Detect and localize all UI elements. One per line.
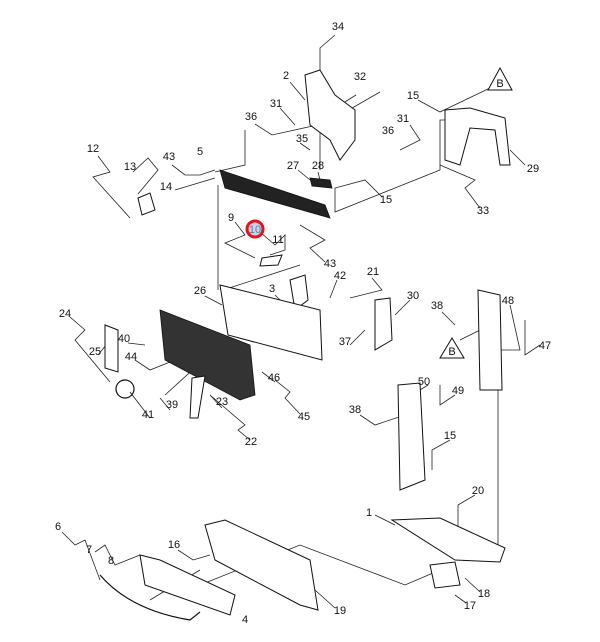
callout-labels: 34 2 32 31 36 35 15 31 36 29 12 13 43 5 … [55,21,551,626]
callout-40[interactable]: 40 [118,333,130,345]
callout-5[interactable]: 5 [197,146,203,158]
callout-35[interactable]: 35 [296,133,308,145]
bracket-18[interactable] [429,561,461,589]
callout-48[interactable]: 48 [502,295,514,307]
callout-41[interactable]: 41 [142,409,154,421]
callout-11[interactable]: 11 [272,234,283,246]
callout-10-highlighted[interactable]: 10 [249,224,261,236]
callout-39[interactable]: 39 [166,399,178,411]
latch-27[interactable] [309,177,333,189]
callout-16[interactable]: 16 [168,539,180,551]
callout-18[interactable]: 18 [478,588,490,600]
callout-47[interactable]: 47 [539,340,551,352]
callout-17[interactable]: 17 [464,600,476,612]
callout-28[interactable]: 28 [312,160,324,172]
callout-21[interactable]: 21 [367,266,379,278]
callout-4[interactable]: 4 [242,614,248,626]
lower-tie-bar-1[interactable] [390,517,506,563]
callout-22[interactable]: 22 [245,436,257,448]
callout-6[interactable]: 6 [55,521,61,533]
bracket-10[interactable] [259,254,283,267]
parts [99,69,511,621]
highlight-ring [245,219,265,239]
callout-32[interactable]: 32 [354,71,366,83]
callout-44[interactable]: 44 [125,351,137,363]
side-bracket-47[interactable] [477,289,503,391]
lower-grille-4[interactable] [139,554,236,616]
hood-latch-3[interactable] [289,274,309,311]
bracket-13[interactable] [137,192,156,216]
callout-7[interactable]: 7 [86,544,92,556]
callout-33[interactable]: 33 [477,205,489,217]
callout-15[interactable]: 15 [444,430,456,442]
reference-marker-b-top: B [487,66,513,91]
callout-12[interactable]: 12 [87,143,99,155]
callout-37[interactable]: 37 [339,336,351,348]
side-bracket-49[interactable] [397,382,426,491]
latch-bracket-30[interactable] [374,297,393,351]
callout-30[interactable]: 30 [407,290,419,302]
grille-insert[interactable] [159,309,256,401]
callout-14[interactable]: 14 [160,181,172,193]
emblem-plate-25[interactable] [104,324,119,373]
callout-31[interactable]: 31 [270,98,282,110]
callout-34[interactable]: 34 [332,21,344,33]
leader-lines [61,34,541,609]
callout-23[interactable]: 23 [216,396,228,408]
callout-9[interactable]: 9 [228,212,234,224]
molding-8[interactable] [99,574,201,621]
grille-26[interactable] [219,284,323,361]
molding-23[interactable] [189,375,206,419]
svg-text:B: B [448,346,455,358]
reference-marker-b-side: B [439,337,465,359]
callout-20[interactable]: 20 [472,485,484,497]
callout-29[interactable]: 29 [527,163,539,175]
lower-support-19[interactable] [204,519,319,611]
hood-latch-bracket-left[interactable] [304,69,356,161]
callout-15[interactable]: 15 [380,194,392,206]
callout-13[interactable]: 13 [124,161,136,173]
callout-36[interactable]: 36 [382,125,394,137]
callout-19[interactable]: 19 [334,605,346,617]
callout-24[interactable]: 24 [59,308,71,320]
callout-25[interactable]: 25 [89,346,101,358]
callout-50[interactable]: 50 [418,376,430,388]
callout-8[interactable]: 8 [108,555,114,567]
callout-27[interactable]: 27 [287,160,299,172]
callout-42[interactable]: 42 [334,270,346,282]
callout-43[interactable]: 43 [163,151,175,163]
callout-38[interactable]: 38 [349,404,361,416]
hood-latch-bracket-right[interactable] [444,107,511,166]
callout-1[interactable]: 1 [366,507,372,519]
callout-49[interactable]: 49 [452,385,464,397]
svg-text:B: B [496,78,503,90]
callout-43[interactable]: 43 [324,258,336,270]
callout-26[interactable]: 26 [194,285,206,297]
upper-tie-bar[interactable] [219,169,331,219]
callout-38[interactable]: 38 [431,300,443,312]
callout-45[interactable]: 45 [298,411,310,423]
callout-3[interactable]: 3 [269,283,275,295]
callout-2[interactable]: 2 [283,70,289,82]
callout-31[interactable]: 31 [397,113,409,125]
callout-15[interactable]: 15 [407,90,419,102]
callout-36[interactable]: 36 [245,111,257,123]
emblem-41[interactable] [115,379,135,399]
callout-46[interactable]: 46 [268,372,280,384]
